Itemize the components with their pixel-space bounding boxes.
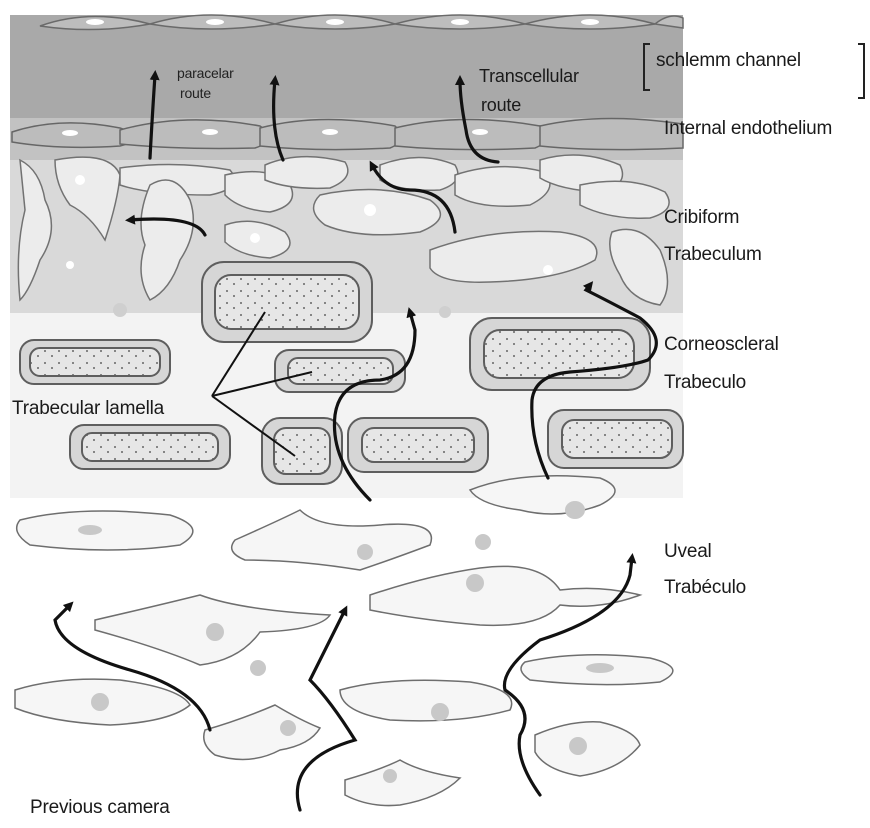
trabecular-lamella-label: Trabecular lamella [12,397,164,421]
uveal-label-line2: Trabéculo [664,576,746,600]
uveal-label-line1: Uveal [664,540,712,564]
transcellular-route-label-line2: route [481,93,521,117]
schlemm-channel-band [10,15,683,120]
paracellular-route-label-line2: route [180,85,211,102]
internal-endothelium-label: Internal endothelium [664,117,832,141]
previous-camera-label: Previous camera [30,796,170,820]
corneoscleral-label-line2: Trabeculo [664,371,746,395]
cribiform-label-line2: Trabeculum [664,243,762,267]
schlemm-channel-label: schlemm channel [656,49,801,73]
uveal-cells [15,476,673,806]
paracellular-route-label-line1: paracelar [177,65,234,82]
transcellular-route-label-line1: Transcellular [479,64,579,88]
cribiform-label-line1: Cribiform [664,206,739,230]
corneoscleral-label-line1: Corneoscleral [664,333,779,357]
